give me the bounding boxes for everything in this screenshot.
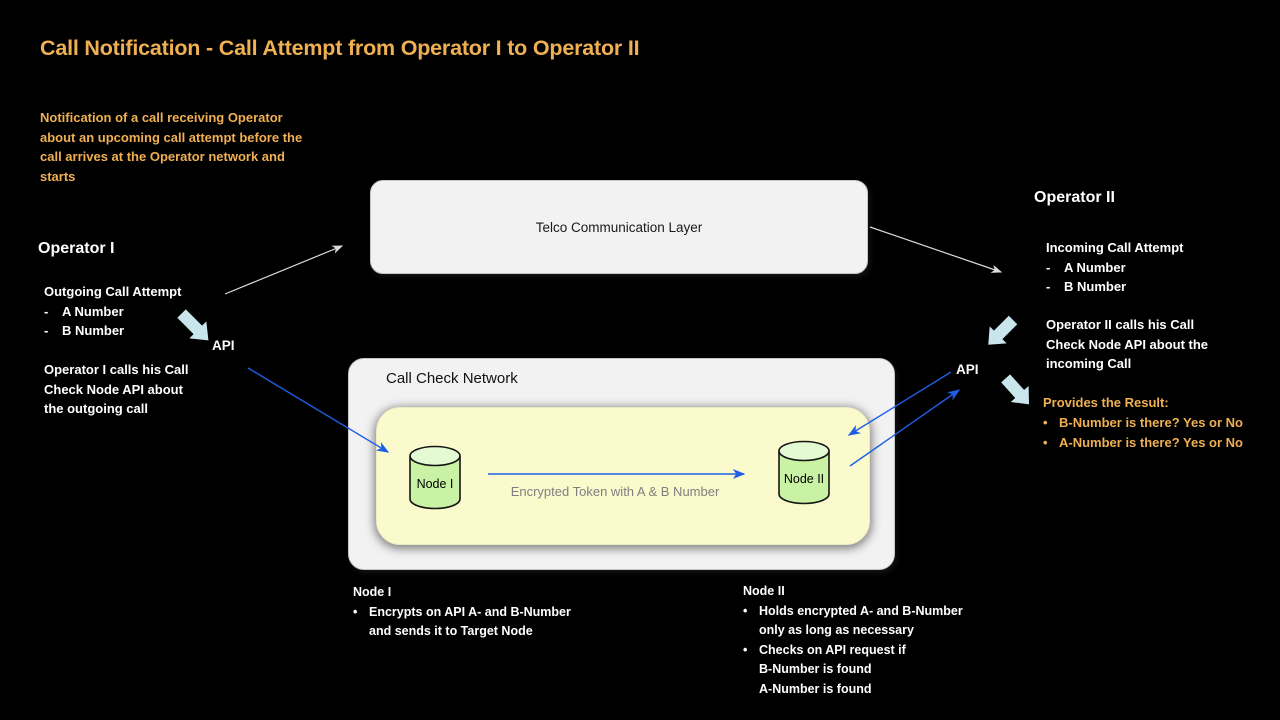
dash-marker: -	[44, 323, 49, 338]
list-item: - A Number	[1046, 258, 1183, 278]
result-item: • B-Number is there? Yes or No	[1043, 413, 1273, 433]
api2-block-arrow-icon	[988, 315, 1018, 345]
dash-marker: -	[44, 303, 49, 319]
operator1-description: Operator I calls his Call Check Node API…	[44, 362, 189, 416]
telco-layer-label: Telco Communication Layer	[535, 219, 703, 235]
note-text: Encrypts on API A- and B-Number and send…	[369, 604, 571, 639]
bullet-marker: •	[1043, 435, 1048, 450]
note-bullet: • Encrypts on API A- and B-Number and se…	[353, 603, 613, 642]
dash-marker: -	[1046, 279, 1051, 294]
node2-cylinder: Node II	[778, 440, 830, 505]
bullet-marker: •	[353, 604, 358, 619]
result-item-label: A-Number is there? Yes or No	[1059, 435, 1243, 450]
list-item-label: B Number	[62, 323, 125, 338]
dash-marker: -	[1046, 259, 1051, 275]
note-text: Checks on API request if B-Number is fou…	[759, 642, 906, 696]
list-item: - A Number	[44, 302, 181, 322]
node1-cylinder: Node I	[409, 445, 461, 510]
node2-notes: Node II • Holds encrypted A- and B-Numbe…	[743, 582, 1003, 699]
arrow-telco-to-operator2	[869, 226, 1003, 273]
node2-notes-title: Node II	[743, 584, 785, 598]
list-item-label: B Number	[1064, 279, 1127, 294]
operator1-list-title: Outgoing Call Attempt	[44, 284, 182, 299]
bullet-marker: •	[743, 603, 748, 618]
operator1-api-label: API	[212, 338, 235, 353]
call-check-network-title: Call Check Network	[386, 370, 518, 387]
note-bullet: • Holds encrypted A- and B-Number only a…	[743, 602, 1003, 641]
operator1-call-attempt: Outgoing Call Attempt - A Number - B Num…	[44, 282, 181, 341]
result-item: • A-Number is there? Yes or No	[1043, 433, 1273, 453]
list-item-label: A Number	[1064, 259, 1126, 275]
note-text: Holds encrypted A- and B-Number only as …	[759, 603, 963, 638]
slide-title: Call Notification - Call Attempt from Op…	[40, 36, 640, 60]
intro-text: Notification of a call receiving Operato…	[40, 110, 303, 184]
result-item-label: B-Number is there? Yes or No	[1059, 415, 1243, 430]
node2-label: Node II	[784, 472, 824, 486]
result-block-arrow-icon	[1001, 374, 1030, 405]
arrow-operator1-to-telco	[224, 245, 344, 295]
result-block: Provides the Result: • B-Number is there…	[1043, 393, 1273, 453]
bullet-marker: •	[1043, 415, 1048, 430]
node1-notes: Node I • Encrypts on API A- and B-Number…	[353, 583, 613, 642]
note-bullet: • Checks on API request if B-Number is f…	[743, 641, 1003, 700]
token-arrow-label: Encrypted Token with A & B Number	[510, 484, 720, 499]
list-item: - B Number	[1046, 277, 1183, 297]
operator2-heading: Operator II	[1034, 189, 1115, 206]
result-title: Provides the Result:	[1043, 395, 1169, 410]
node1-label: Node I	[417, 477, 454, 491]
operator2-list-title: Incoming Call Attempt	[1046, 240, 1184, 255]
telco-layer-box: Telco Communication Layer	[370, 180, 868, 274]
operator2-description: Operator II calls his Call Check Node AP…	[1046, 317, 1209, 371]
operator2-api-label: API	[956, 362, 979, 377]
node1-notes-title: Node I	[353, 585, 392, 599]
list-item: - B Number	[44, 321, 181, 341]
bullet-marker: •	[743, 642, 748, 657]
list-item-label: A Number	[62, 303, 124, 319]
operator1-heading: Operator I	[38, 240, 115, 257]
operator2-call-attempt: Incoming Call Attempt - A Number - B Num…	[1046, 238, 1183, 297]
